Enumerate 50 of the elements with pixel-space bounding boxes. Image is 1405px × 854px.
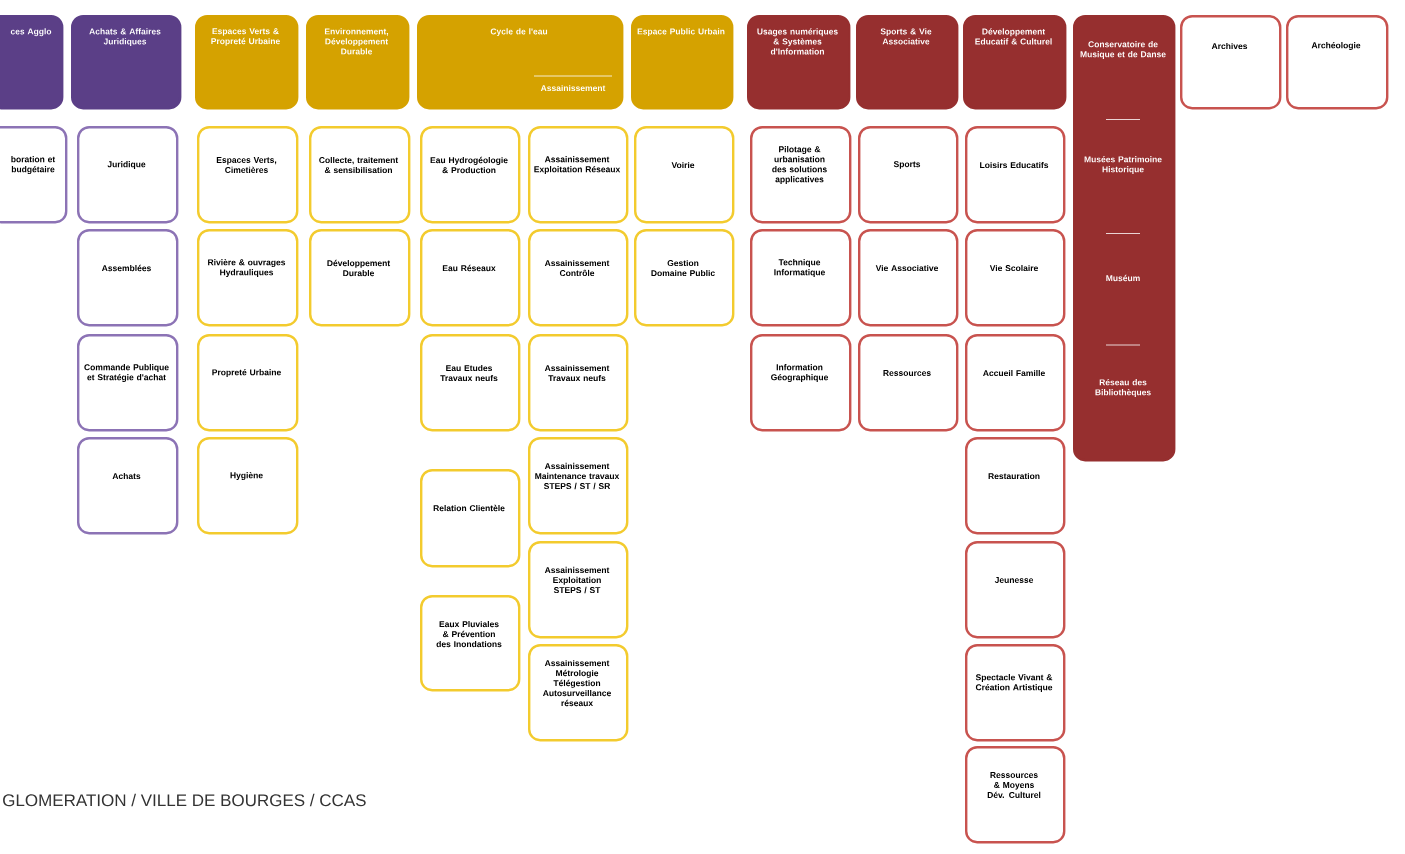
unit-box: Assainissement Travaux neufs bbox=[528, 334, 629, 432]
unit-box: Rivière & ouvrages Hydrauliques bbox=[197, 229, 299, 327]
department-header: Espaces Verts & Propreté Urbaine bbox=[195, 15, 299, 110]
unit-box: Assemblées bbox=[77, 229, 179, 327]
unit-box: Sports bbox=[858, 126, 959, 224]
footer-text: GLOMERATION / VILLE DE BOURGES / CCAS bbox=[3, 793, 366, 807]
unit-box: Ressources & Moyens Dév. Culturel bbox=[965, 746, 1066, 844]
department-header: ces Agglo bbox=[0, 15, 64, 110]
department-header: Sports & Vie Associative bbox=[856, 15, 959, 110]
unit-box: Vie Associative bbox=[858, 229, 959, 327]
unit-box: Collecte, traitement & sensibilisation bbox=[309, 126, 411, 224]
unit-box: Archives bbox=[1180, 15, 1282, 110]
unit-box: boration et budgétaire bbox=[0, 126, 68, 224]
unit-box: Eau Hydrogéologie & Production bbox=[420, 126, 521, 224]
unit-box: Vie Scolaire bbox=[965, 229, 1066, 327]
department-header: Cycle de l'eau Assainissement bbox=[417, 15, 624, 110]
department-header: Usages numériques & Systèmes d'Information bbox=[747, 15, 851, 110]
unit-box: Juridique bbox=[77, 126, 179, 224]
department-header: Achats & Affaires Juridiques bbox=[71, 15, 182, 110]
department-header: Espace Public Urbain bbox=[631, 15, 734, 110]
unit-box: Relation Clientèle bbox=[420, 469, 521, 568]
unit-box: Propreté Urbaine bbox=[197, 334, 299, 432]
unit-box: Hygiène bbox=[197, 437, 299, 535]
unit-box: Restauration bbox=[965, 437, 1066, 535]
unit-box: Voirie bbox=[634, 126, 735, 224]
unit-box: Eau Etudes Travaux neufs bbox=[420, 334, 521, 432]
unit-box: Développement Durable bbox=[309, 229, 411, 327]
unit-box: Ressources bbox=[858, 334, 959, 432]
department-header: Environnement, Développement Durable bbox=[306, 15, 410, 110]
unit-box: Eaux Pluviales & Prévention des Inondations bbox=[420, 595, 521, 692]
unit-box: Pilotage & urbanisation des solutions applicatives bbox=[750, 126, 852, 224]
unit-box: Spectacle Vivant & Création Artistique bbox=[965, 644, 1066, 742]
unit-box: Commande Publique et Stratégie d'achat bbox=[77, 334, 179, 432]
unit-box: Technique Informatique bbox=[750, 229, 852, 327]
unit-box: Assainissement Exploitation STEPS / ST bbox=[528, 541, 629, 639]
department-header: Développement Educatif & Culturel bbox=[963, 15, 1067, 110]
unit-box: Assainissement Métrologie Télégestion Autosurveillance réseaux bbox=[528, 644, 629, 742]
unit-box: Information Géographique bbox=[750, 334, 852, 432]
department-header: Conservatoire de Musique et de Danse Musées Patrimoine Historique Muséum Réseau des Bibliothèques bbox=[1073, 15, 1176, 462]
unit-box: Gestion Domaine Public bbox=[634, 229, 735, 327]
unit-box: Assainissement Contrôle bbox=[528, 229, 629, 327]
unit-box: Assainissement Maintenance travaux STEPS / ST / SR bbox=[528, 437, 629, 535]
unit-box: Espaces Verts, Cimetières bbox=[197, 126, 299, 224]
unit-box: Archéologie bbox=[1286, 15, 1389, 110]
unit-box: Loisirs Educatifs bbox=[965, 126, 1066, 224]
unit-box: Assainissement Exploitation Réseaux bbox=[528, 126, 629, 224]
unit-box: Eau Réseaux bbox=[420, 229, 521, 327]
unit-box: Jeunesse bbox=[965, 541, 1066, 639]
unit-box: Achats bbox=[77, 437, 179, 535]
unit-box: Accueil Famille bbox=[965, 334, 1066, 432]
